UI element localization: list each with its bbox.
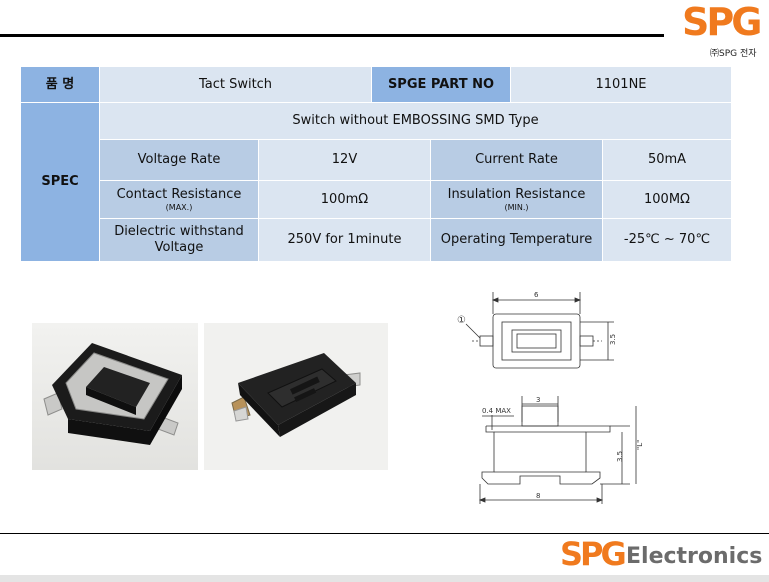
contact-resistance-label: Contact Resistance	[116, 187, 242, 202]
current-rate-label: Current Rate	[430, 139, 603, 181]
table-row: Dielectric withstand Voltage 250V for 1m…	[21, 218, 732, 262]
voltage-rate-label: Voltage Rate	[99, 139, 259, 181]
dim-top-width: 6	[534, 291, 539, 299]
footer-logo-mark: SPG	[560, 535, 627, 573]
spg-logo: SPG ㈜SPG 전자	[682, 0, 764, 59]
insulation-resistance-value: 100MΩ	[602, 180, 732, 219]
operating-temp-value: -25℃ ~ 70℃	[602, 218, 732, 262]
spg-logo-mark: SPG	[682, 0, 762, 44]
switch-photo-front	[32, 323, 198, 470]
spg-electronics-logo: SPG Electronics	[560, 536, 769, 574]
dielectric-value: 250V for 1minute	[258, 218, 431, 262]
dim-side-max: 0.4 MAX	[482, 407, 511, 415]
footer-rule	[0, 533, 769, 534]
header-rule	[0, 34, 664, 37]
part-no-header: SPGE PART NO	[371, 66, 511, 103]
switch-photo-angle	[204, 323, 388, 470]
table-row: Contact Resistance (MAX.) 100mΩ Insulati…	[21, 180, 732, 219]
part-no-value: 1101NE	[510, 66, 732, 103]
top-view-drawing: 6 3.5 ①	[450, 288, 630, 378]
current-rate-value: 50mA	[602, 139, 732, 181]
contact-resistance-value: 100mΩ	[258, 180, 431, 219]
spec-table: 품 명 Tact Switch SPGE PART NO 1101NE SPEC…	[20, 66, 732, 262]
insulation-resistance-label: Insulation Resistance	[447, 187, 586, 202]
dim-side-l: "L"	[636, 440, 644, 450]
dim-side-width: 8	[536, 492, 540, 500]
table-row: 품 명 Tact Switch SPGE PART NO 1101NE	[20, 66, 732, 103]
contact-resistance-note: (MAX.)	[165, 203, 193, 212]
operating-temp-label: Operating Temperature	[430, 218, 603, 262]
dim-top-height: 3.5	[609, 334, 617, 345]
product-name: Tact Switch	[99, 66, 372, 103]
spec-header: SPEC	[20, 102, 100, 262]
footer-band	[0, 575, 769, 582]
marker-one: ①	[457, 315, 466, 326]
spec-description: Switch without EMBOSSING SMD Type	[99, 102, 732, 140]
dielectric-label: Dielectric withstand Voltage	[99, 218, 259, 262]
name-header: 품 명	[20, 66, 100, 103]
side-view-drawing: 0.4 MAX 3 3.5 "L" 8	[470, 392, 650, 510]
table-row: SPEC Switch without EMBOSSING SMD Type	[20, 102, 732, 262]
dim-side-top: 3	[536, 396, 540, 404]
dim-side-height: 3.5	[616, 451, 624, 462]
footer-logo-word: Electronics	[626, 544, 763, 569]
spg-logo-subtitle: ㈜SPG 전자	[710, 49, 757, 59]
insulation-resistance-note: (MIN.)	[504, 203, 529, 212]
table-row: Voltage Rate 12V Current Rate 50mA	[21, 139, 732, 181]
voltage-rate-value: 12V	[258, 139, 431, 181]
contact-resistance-label-cell: Contact Resistance (MAX.)	[99, 180, 259, 219]
insulation-resistance-label-cell: Insulation Resistance (MIN.)	[430, 180, 603, 219]
